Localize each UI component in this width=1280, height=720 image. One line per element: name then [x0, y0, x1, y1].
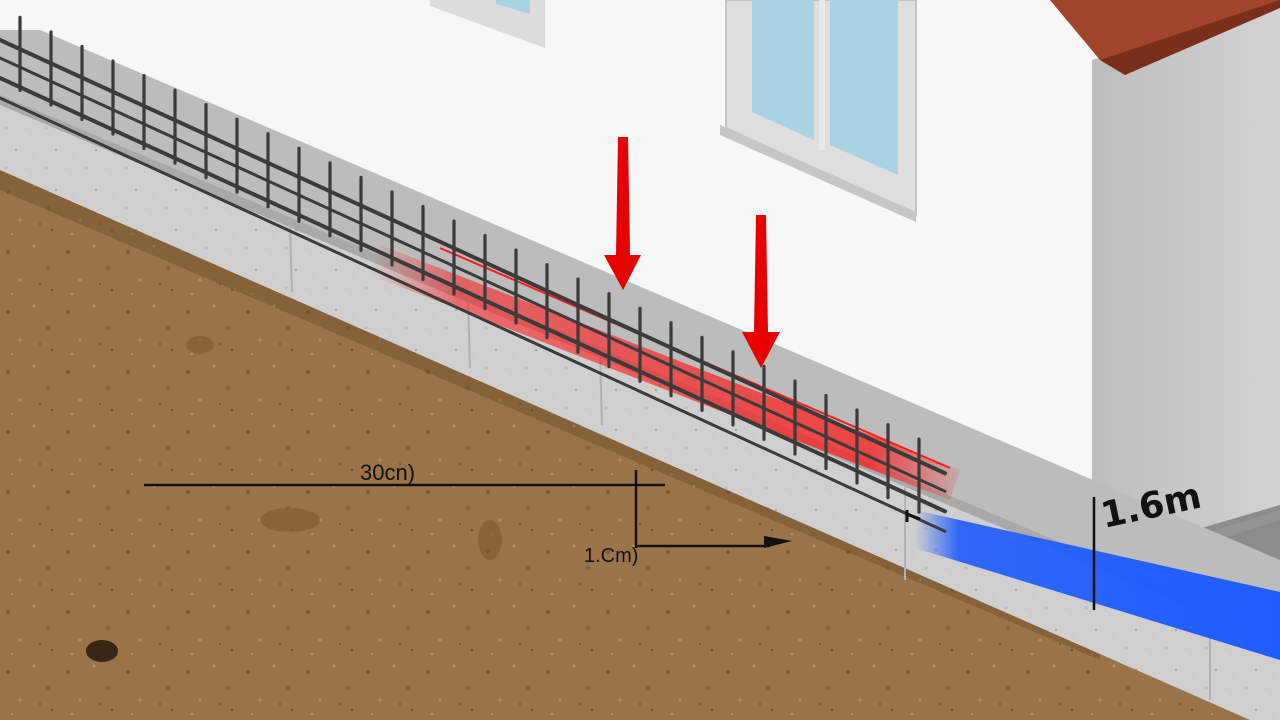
window-center — [720, 0, 917, 222]
width-dimension: 30cn) — [144, 460, 665, 548]
beam-joint — [289, 224, 293, 293]
waterproof-strip — [915, 510, 1280, 660]
beam-joint — [599, 354, 603, 426]
foundation-beam-front — [0, 100, 1280, 720]
arrow-down-icon — [742, 215, 780, 368]
arrow-right-icon — [764, 536, 792, 548]
soil-stone — [86, 640, 118, 662]
width-dimension-label: 30cn) — [360, 460, 415, 485]
roof-eave — [1050, 0, 1280, 75]
rebar-longitudinal — [0, 76, 947, 514]
depth-dimension-label: 1.Cm) — [584, 545, 638, 567]
roof-eave-edge — [1100, 0, 1280, 75]
window-left — [430, 0, 545, 48]
house-side-wall — [1092, 0, 1280, 612]
soil-surface-band — [0, 170, 1100, 660]
rebar-cage — [0, 15, 947, 533]
depth-dimension: 1.Cm) — [584, 536, 792, 567]
soil-patch — [186, 336, 214, 354]
soil-patch — [478, 520, 502, 560]
soil-patch — [260, 508, 320, 532]
rebar-longitudinal — [0, 56, 947, 493]
rebar-longitudinal — [0, 96, 947, 533]
rebar-longitudinal — [0, 38, 947, 476]
arrow-down-icon — [604, 137, 641, 290]
